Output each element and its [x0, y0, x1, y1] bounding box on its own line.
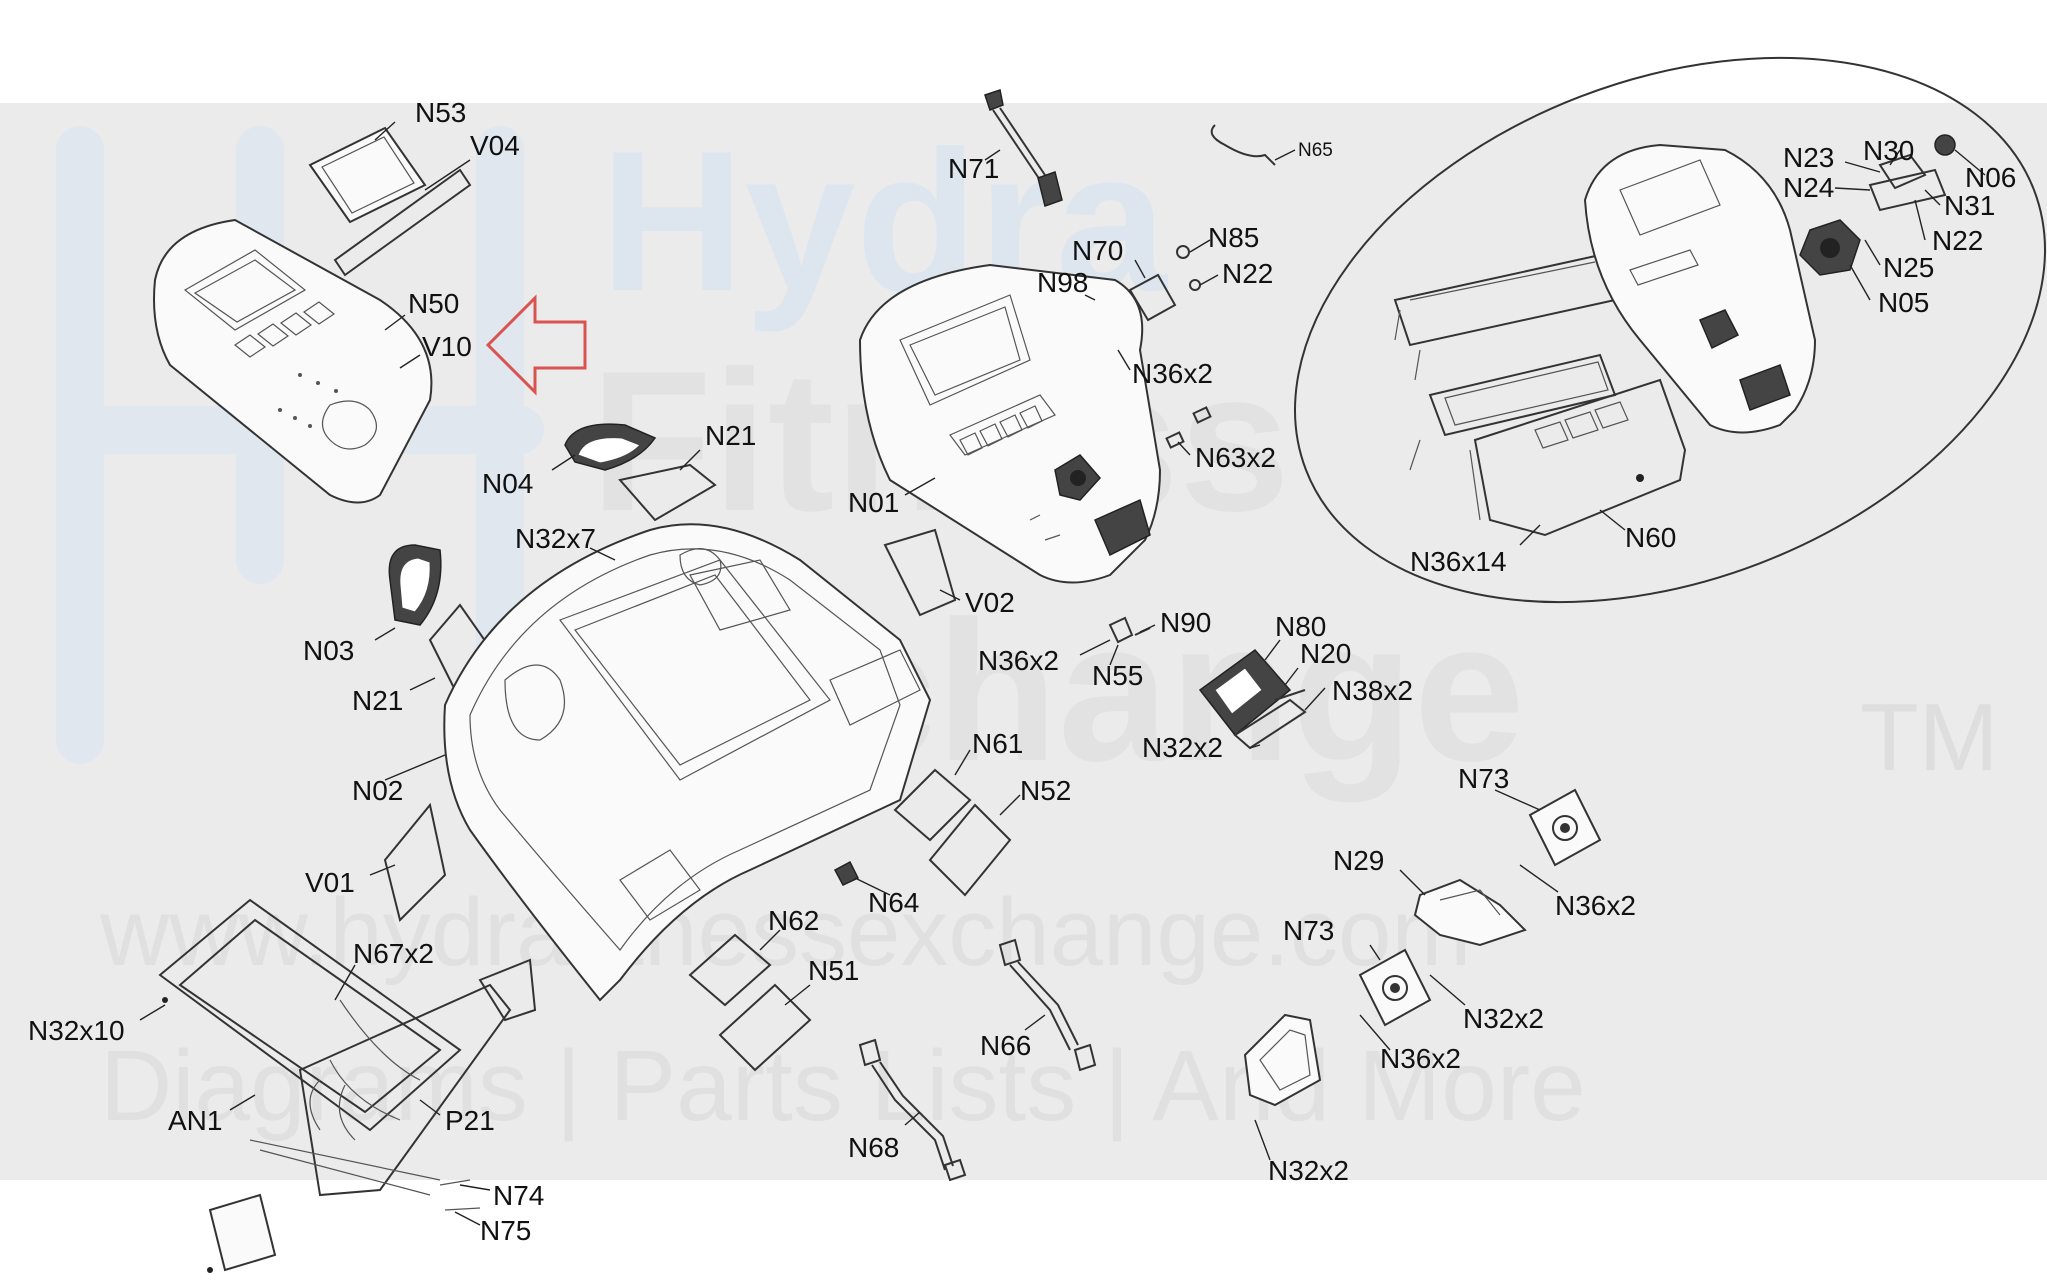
label-n52: N52 — [1020, 775, 1071, 806]
label-n03: N03 — [303, 635, 354, 666]
label-n04: N04 — [482, 468, 533, 499]
part-n55-sensor — [1108, 616, 1134, 644]
label-n74: N74 — [493, 1180, 544, 1211]
part-n32-mount — [1243, 1013, 1322, 1107]
label-an1: AN1 — [168, 1105, 222, 1136]
label-v10: V10 — [422, 331, 472, 362]
part-v01-lens — [383, 802, 447, 922]
label-n70: N70 — [1072, 235, 1123, 266]
label-n32x10: N32x10 — [28, 1015, 125, 1046]
label-n22-upper: N22 — [1222, 258, 1273, 289]
label-n02: N02 — [352, 775, 403, 806]
label-v02: V02 — [965, 587, 1015, 618]
label-n36x2-lower: N36x2 — [1380, 1043, 1461, 1074]
leader-lines — [139, 121, 1986, 1226]
label-n30: N30 — [1863, 135, 1914, 166]
label-v01: V01 — [305, 867, 355, 898]
label-n23: N23 — [1783, 142, 1834, 173]
part-n85-clip — [1176, 245, 1190, 259]
part-n73-motor-lower — [1358, 948, 1432, 1027]
label-n63x2: N63x2 — [1195, 442, 1276, 473]
label-n05: N05 — [1878, 287, 1929, 318]
label-n31: N31 — [1944, 190, 1995, 221]
part-labels: N53 V04 N50 V10 N04 N21 N32x7 N03 N21 N0… — [28, 97, 2016, 1246]
label-n65: N65 — [1298, 140, 1333, 161]
part-n02-console-housing — [443, 523, 932, 1002]
label-n64: N64 — [868, 887, 919, 918]
part-n20-bracket — [1274, 689, 1306, 701]
part-n63-button — [1192, 406, 1212, 424]
label-n75: N75 — [480, 1215, 531, 1246]
part-n61-pad — [893, 768, 972, 842]
part-n73-motor-upper — [1528, 788, 1602, 867]
label-n21-upper: N21 — [705, 420, 756, 451]
label-n20: N20 — [1300, 638, 1351, 669]
part-n80-module — [1198, 648, 1307, 750]
label-n36x2-right: N36x2 — [1555, 890, 1636, 921]
part-n66-harness — [998, 938, 1097, 1072]
part-n65-wire — [1210, 124, 1276, 166]
label-n51: N51 — [808, 955, 859, 986]
part-n71-cable — [984, 89, 1063, 207]
watermark-tagline: Diagrams | Parts Lists | And More — [100, 1030, 1586, 1142]
label-n61: N61 — [972, 728, 1023, 759]
part-n64-fastener — [833, 860, 860, 886]
label-n36x14: N36x14 — [1410, 546, 1507, 577]
part-n68-harness — [858, 1038, 967, 1182]
part-v04-lens — [333, 168, 472, 277]
label-n53: N53 — [415, 97, 466, 128]
label-n71: N71 — [948, 153, 999, 184]
part-n62-pad — [688, 933, 772, 1007]
part-n70-bracket — [1128, 273, 1177, 322]
part-n50-overlay — [153, 218, 433, 504]
part-n51-pad — [718, 983, 812, 1072]
label-n24: N24 — [1783, 172, 1834, 203]
label-p21: P21 — [445, 1105, 495, 1136]
label-n36x2-upper: N36x2 — [1132, 358, 1213, 389]
part-n29-bracket — [1413, 878, 1527, 947]
label-n98: N98 — [1037, 267, 1088, 298]
part-n01-console — [858, 263, 1162, 584]
label-n32x2-right: N32x2 — [1463, 1003, 1544, 1034]
label-n21-lower: N21 — [352, 685, 403, 716]
label-n80: N80 — [1275, 611, 1326, 642]
label-n32x2-lower: N32x2 — [1268, 1155, 1349, 1186]
part-n04-cover — [564, 423, 657, 471]
part-n22-nut-upper — [1189, 279, 1201, 291]
label-n90: N90 — [1160, 607, 1211, 638]
label-n62: N62 — [768, 905, 819, 936]
label-n60: N60 — [1625, 522, 1676, 553]
part-n21-pad-upper — [618, 463, 717, 522]
watermark-url: www.hydrafitnessexchange.com — [99, 879, 1471, 986]
label-n32x2-upper: N32x2 — [1142, 732, 1223, 763]
part-v02-lens — [883, 528, 957, 617]
label-n29: N29 — [1333, 845, 1384, 876]
label-n38x2: N38x2 — [1332, 675, 1413, 706]
label-n50: N50 — [408, 288, 459, 319]
label-n67x2: N67x2 — [353, 938, 434, 969]
part-n53-window — [308, 126, 427, 224]
label-n32x7: N32x7 — [515, 523, 596, 554]
label-n85: N85 — [1208, 222, 1259, 253]
part-an1-frame — [158, 898, 537, 1273]
label-n66: N66 — [980, 1030, 1031, 1061]
label-n22-detail: N22 — [1932, 225, 1983, 256]
label-n06: N06 — [1965, 162, 2016, 193]
label-n73-lower: N73 — [1283, 915, 1334, 946]
part-n63-button — [1165, 431, 1185, 449]
label-n68: N68 — [848, 1132, 899, 1163]
highlight-arrow — [485, 294, 587, 396]
detail-view — [1294, 56, 2046, 604]
label-n01: N01 — [848, 487, 899, 518]
label-n25: N25 — [1883, 252, 1934, 283]
label-n73-upper: N73 — [1458, 763, 1509, 794]
part-n52-pad — [928, 803, 1012, 897]
watermark-trademark: TM — [1860, 684, 1999, 791]
label-n55: N55 — [1092, 660, 1143, 691]
part-n03-cover — [388, 544, 442, 626]
label-n36x2-middle: N36x2 — [978, 645, 1059, 676]
label-v04: V04 — [470, 130, 520, 161]
